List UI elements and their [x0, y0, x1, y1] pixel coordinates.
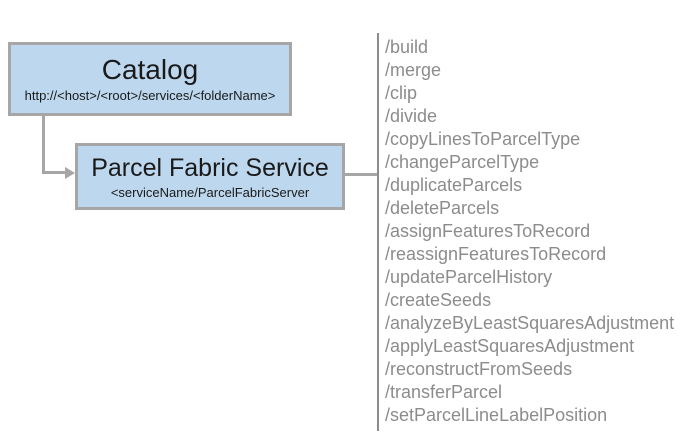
node-parcel-fabric-service: Parcel Fabric Service <serviceName/Parce… [75, 143, 345, 210]
endpoint-item: /reconstructFromSeeds [385, 359, 573, 379]
endpoint-item: /deleteParcels [385, 198, 500, 218]
endpoint-item: /duplicateParcels [385, 175, 523, 195]
node-catalog: Catalog http://<host>/<root>/services/<f… [8, 42, 292, 116]
catalog-url: http://<host>/<root>/services/<folderNam… [24, 88, 276, 103]
endpoint-list: /build /merge /clip /divide /copyLinesTo… [385, 36, 674, 427]
connector-elbow-vertical [42, 116, 45, 174]
endpoint-item: /analyzeByLeastSquaresAdjustment [385, 313, 675, 333]
endpoint-item: /clip [385, 83, 418, 103]
connector-service-to-list [345, 173, 378, 176]
endpoint-item: /reassignFeaturesToRecord [385, 244, 607, 264]
endpoint-item: /updateParcelHistory [385, 267, 553, 287]
endpoint-item: /divide [385, 106, 438, 126]
endpoint-item: /transferParcel [385, 382, 503, 402]
endpoint-item: /changeParcelType [385, 152, 540, 172]
endpoint-list-separator [377, 33, 379, 431]
endpoint-item: /assignFeaturesToRecord [385, 221, 591, 241]
endpoint-item: /setParcelLineLabelPosition [385, 405, 608, 425]
endpoint-item: /merge [385, 60, 442, 80]
endpoint-item: /createSeeds [385, 290, 492, 310]
endpoint-item: /applyLeastSquaresAdjustment [385, 336, 635, 356]
service-title: Parcel Fabric Service [91, 153, 329, 182]
service-url: <serviceName/ParcelFabricServer [110, 184, 310, 200]
arrowhead-right-icon [65, 166, 75, 179]
endpoint-item: /build [385, 37, 429, 57]
catalog-title: Catalog [101, 54, 199, 85]
endpoint-item: /copyLinesToParcelType [385, 129, 581, 149]
connector-elbow-horizontal [42, 171, 67, 174]
